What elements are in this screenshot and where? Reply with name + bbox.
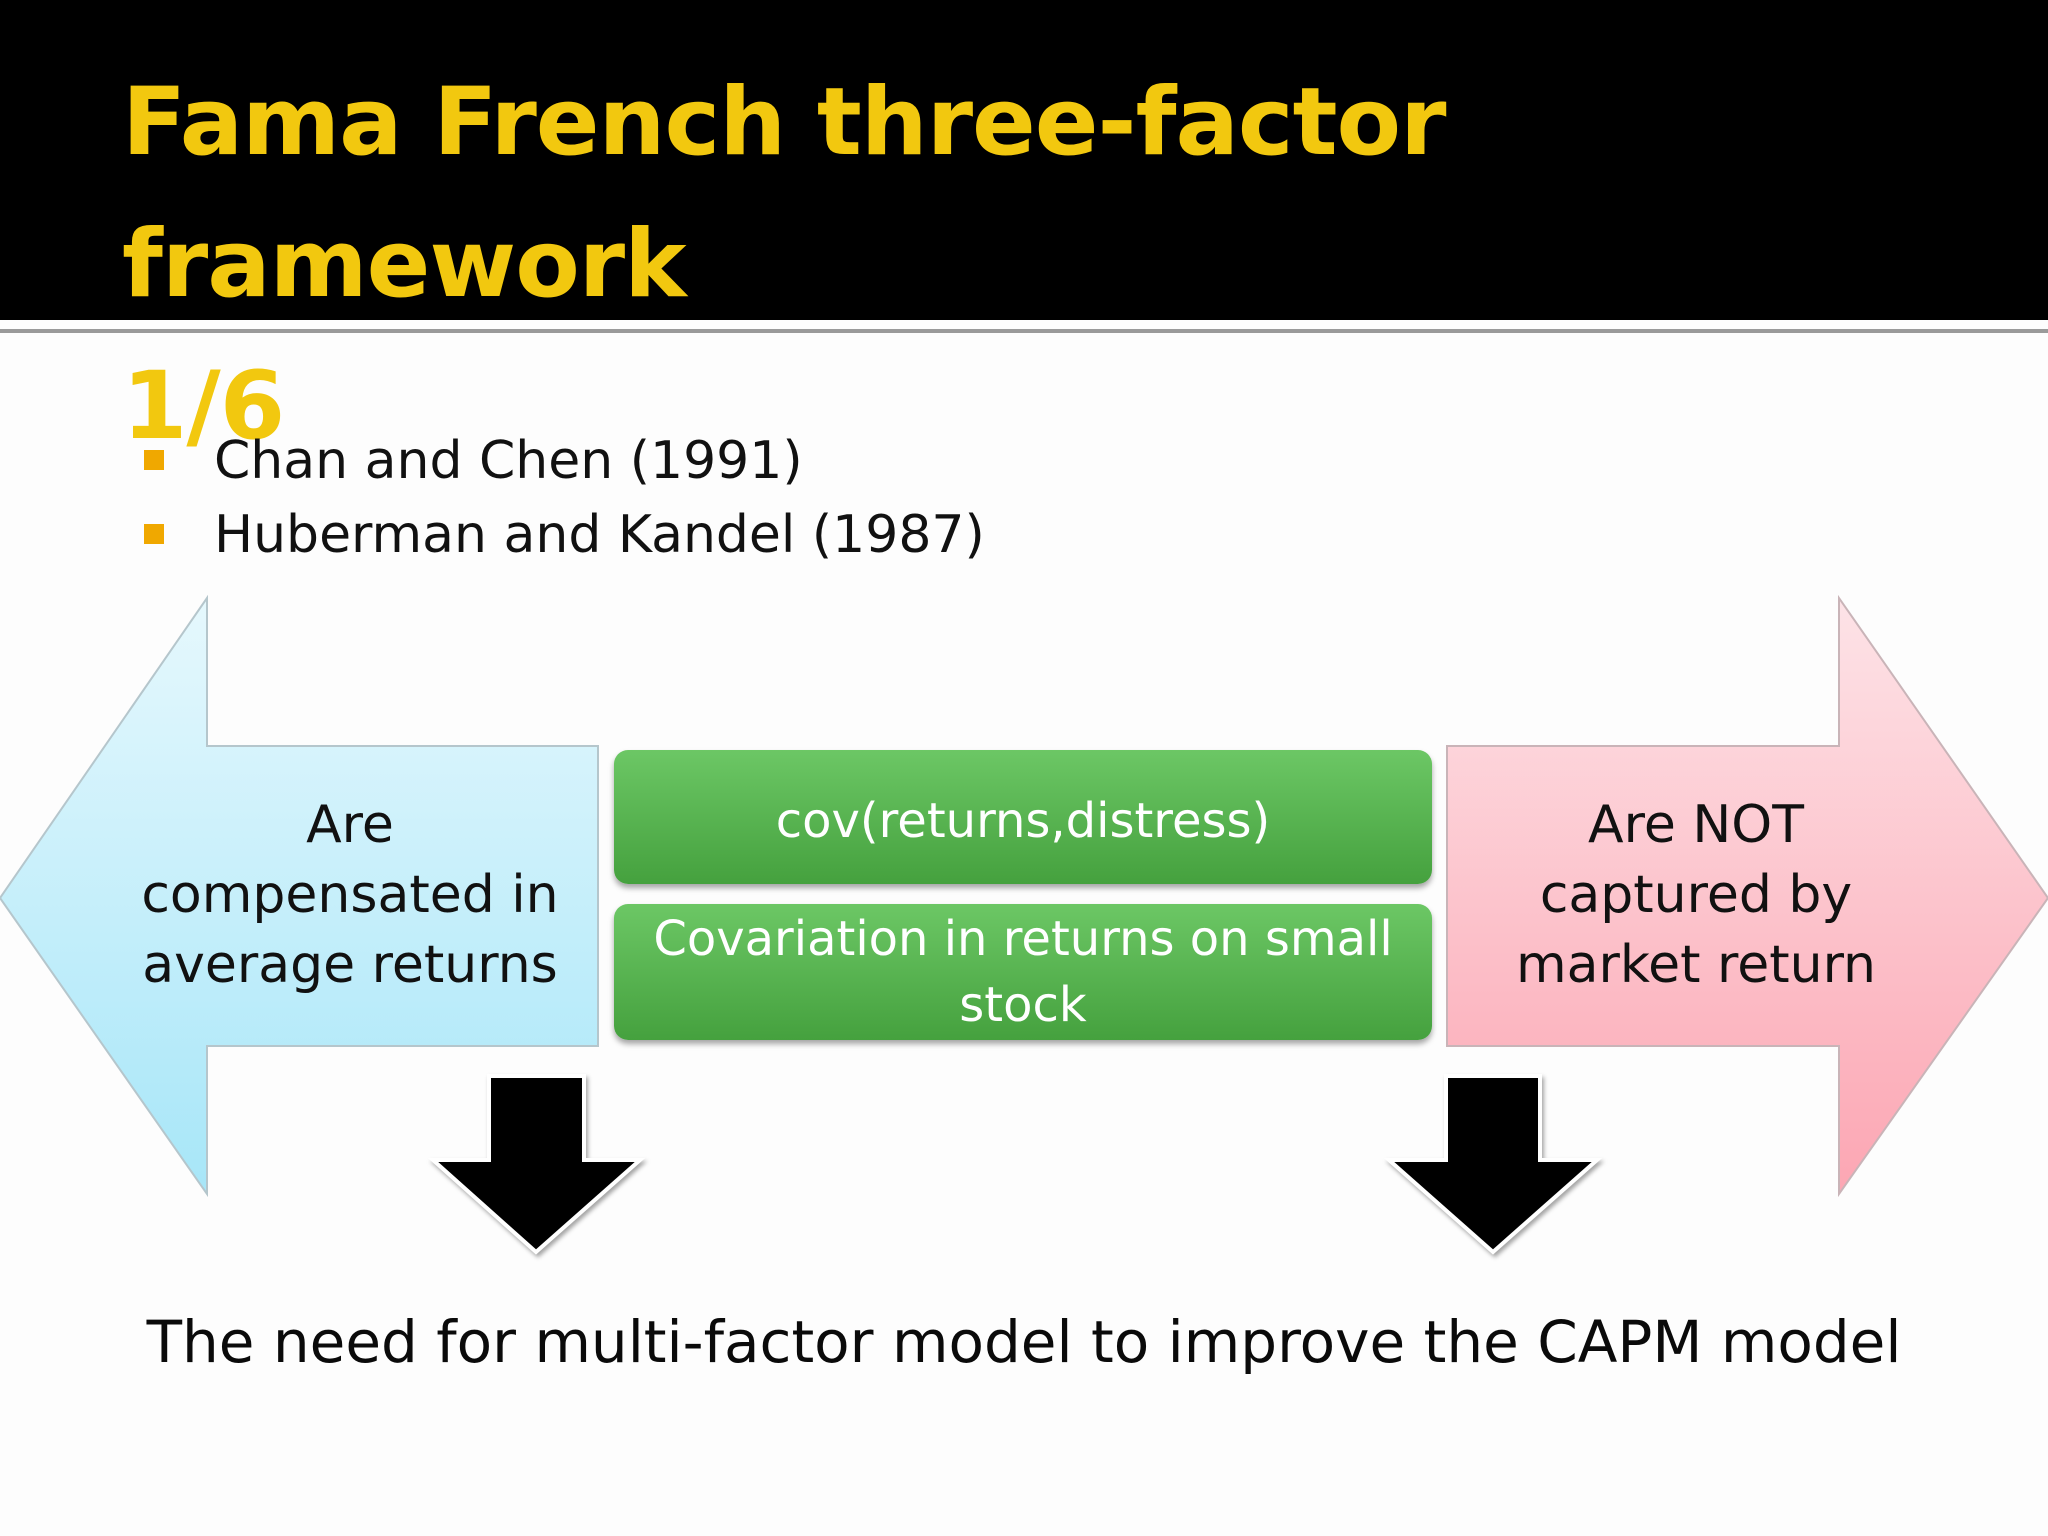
bullet-text: Huberman and Kandel (1987) xyxy=(214,505,985,565)
title-divider xyxy=(0,329,2048,333)
square-bullet-icon xyxy=(144,450,164,470)
left-arrow-line: compensated in xyxy=(141,865,559,925)
bullet-text: Chan and Chen (1991) xyxy=(214,431,803,491)
box-text-line: Covariation in returns on small xyxy=(653,911,1393,967)
box-text-line: stock xyxy=(959,977,1087,1033)
left-arrow-line: Are xyxy=(306,795,394,855)
square-bullet-icon xyxy=(144,524,164,544)
right-arrow-line: Are NOT xyxy=(1588,795,1804,855)
right-arrow-shape xyxy=(1446,594,2048,1198)
slide-title-line-2: 1/6 xyxy=(122,352,285,461)
left-arrow-label: Are compensated in average returns xyxy=(120,790,580,1000)
conclusion-text: The need for multi-factor model to impro… xyxy=(146,1308,1902,1376)
right-arrow-line: captured by xyxy=(1539,865,1853,925)
left-arrow-line: average returns xyxy=(142,935,558,995)
left-arrow-shape xyxy=(0,594,599,1198)
box-text-line: cov(returns,distress) xyxy=(775,793,1271,849)
right-arrow-label: Are NOT captured by market return xyxy=(1466,790,1926,1000)
down-arrow-left-icon xyxy=(427,1074,646,1255)
slide-title: Fama French three-factor framework 1/6 xyxy=(122,52,2002,478)
covariation-small-stock-box: Covariation in returns on small stock xyxy=(614,904,1432,1040)
slide-title-line-1: Fama French three-factor framework xyxy=(122,68,1447,319)
cov-returns-distress-box: cov(returns,distress) xyxy=(614,750,1432,884)
title-bar xyxy=(0,0,2048,320)
down-arrow-right-icon xyxy=(1383,1074,1603,1255)
right-arrow-line: market return xyxy=(1515,935,1877,995)
